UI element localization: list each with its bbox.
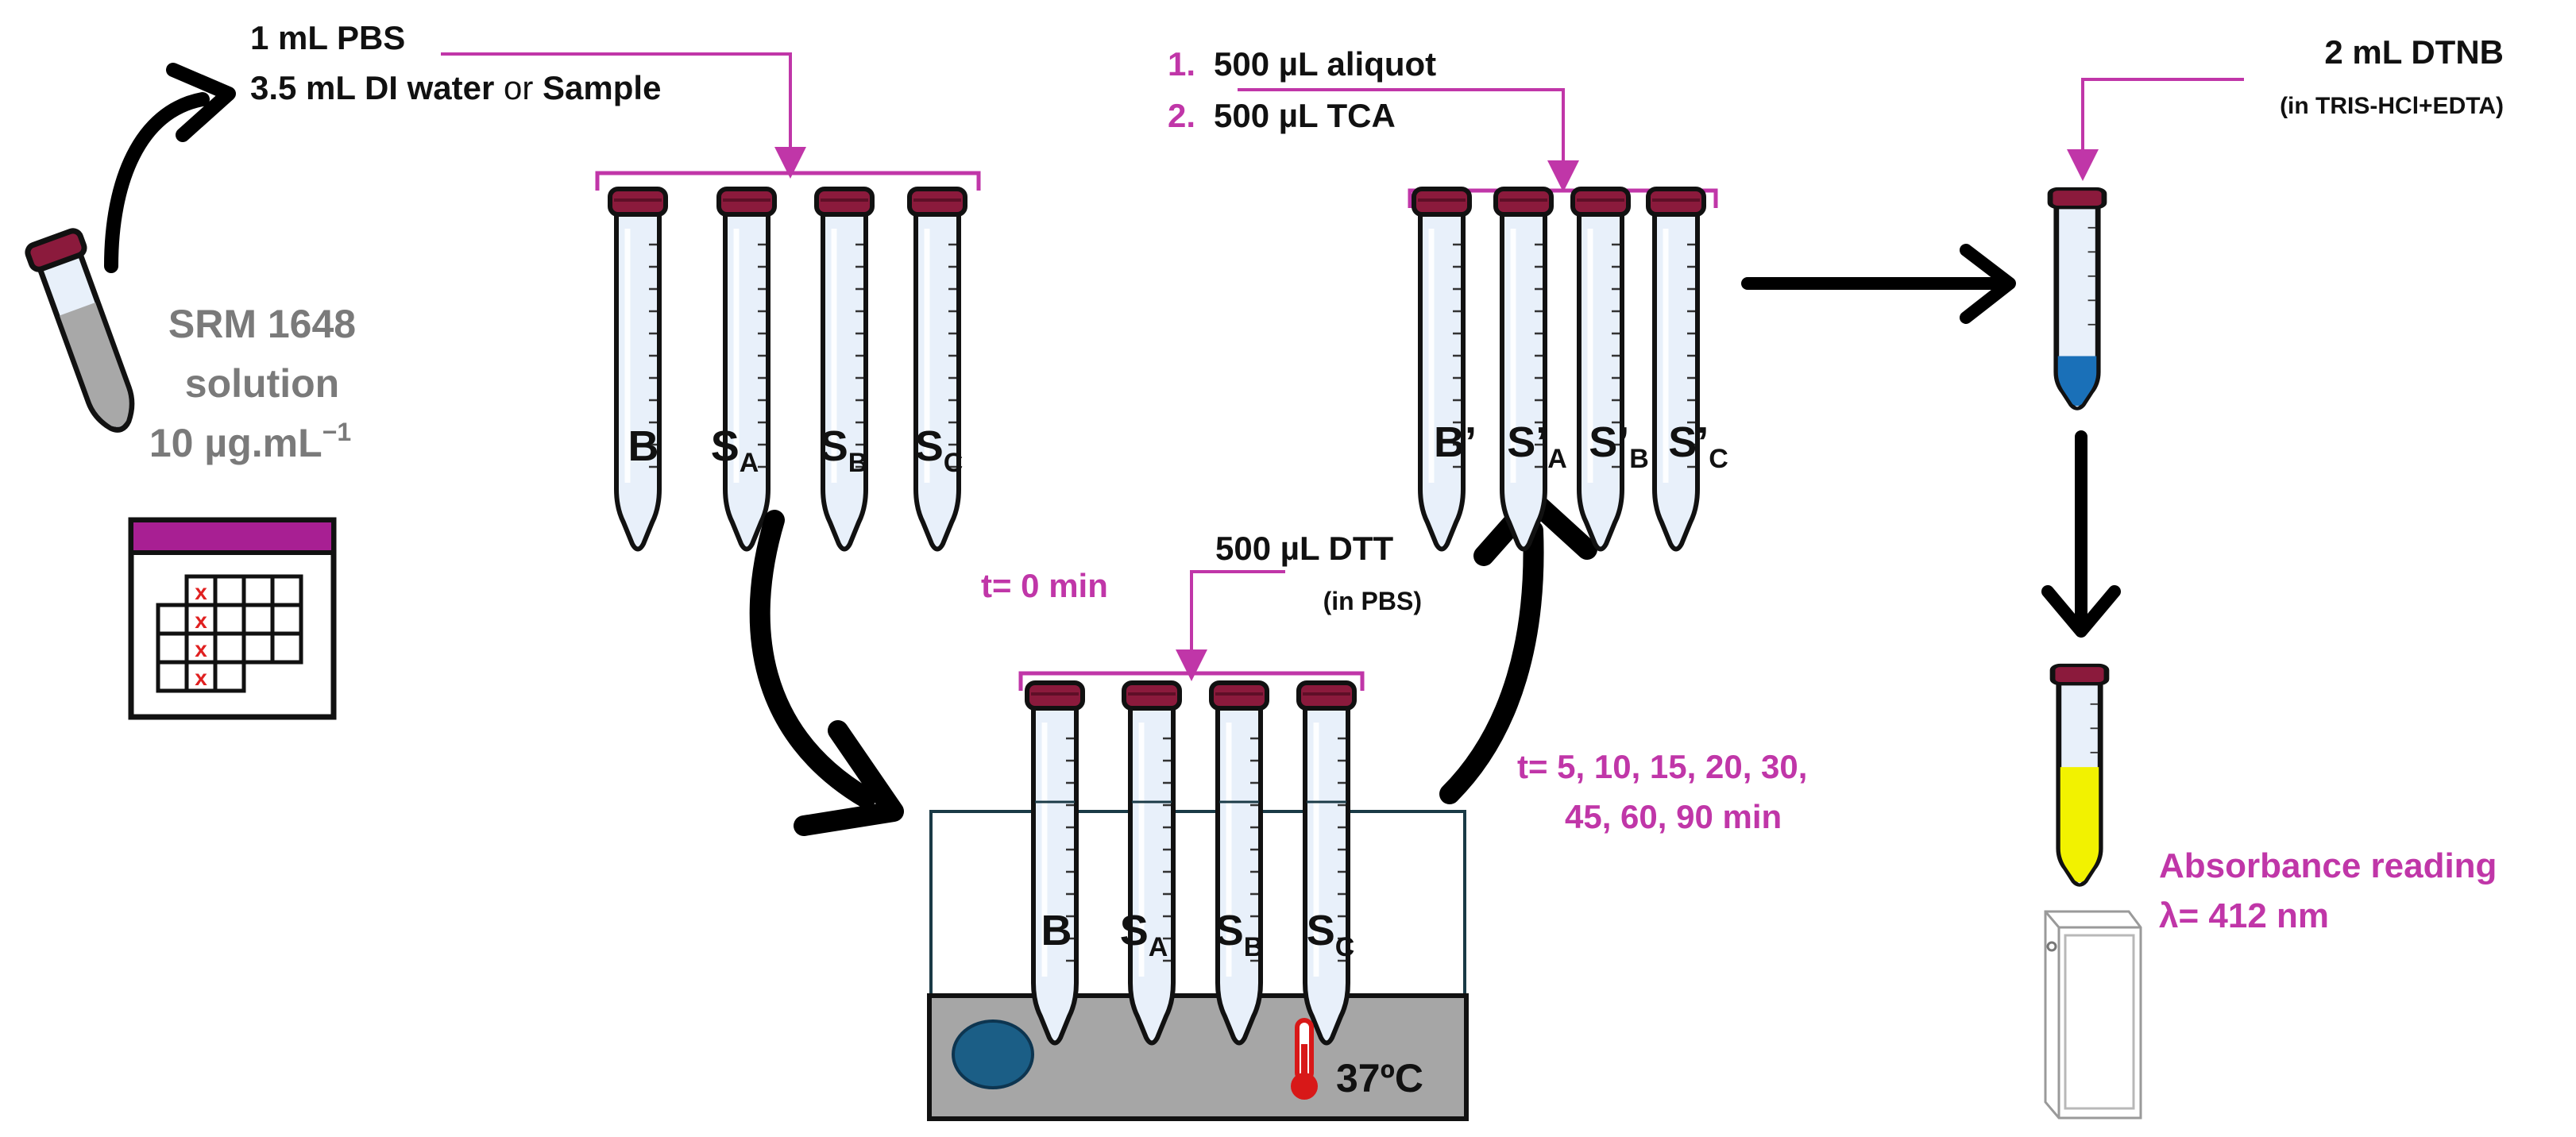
dtt-note: (in PBS) [1323, 587, 1422, 615]
bath-label-sa: SA [1120, 907, 1168, 962]
bath-label-b: B [1041, 907, 1072, 954]
thermometer-icon [1291, 1018, 1318, 1100]
srm-label-2: solution [185, 361, 339, 406]
bath-temperature: 37ºC [1336, 1056, 1423, 1100]
sampling-times-1: t= 5, 10, 15, 20, 30, [1517, 748, 1807, 785]
cuvette-icon [2044, 910, 2142, 1120]
tube-label-sa: SA [711, 422, 759, 478]
bath-label-sc: SC [1307, 907, 1355, 962]
aliquot-bracket [1408, 188, 1718, 208]
dtnb-note: (in TRIS-HCl+EDTA) [2280, 93, 2504, 119]
addition-connector [441, 52, 806, 179]
arrow-icon [1960, 244, 2016, 324]
calendar-mark: x [195, 665, 207, 690]
tube-label-b-prime: B’ [1434, 418, 1477, 466]
sample-vial-icon [25, 228, 135, 433]
tube-label-sb: SB [820, 422, 868, 478]
aliquot-connector [1238, 88, 1579, 192]
srm-add-line1: 1 mL PBS [250, 19, 405, 56]
tube-label-sa-prime: S’A [1507, 418, 1567, 474]
tube-label-sc: SC [915, 422, 964, 478]
calendar-mark: x [195, 637, 207, 661]
tube-label-sb-prime: S’B [1589, 418, 1649, 474]
readout-line1: Absorbance reading [2159, 846, 2497, 885]
srm-label-1: SRM 1648 [168, 302, 356, 346]
srm-add-line2: 3.5 mL DI water or Sample [250, 69, 661, 106]
dtt-time-label: t= 0 min [981, 567, 1108, 604]
calendar-mark: x [195, 580, 207, 604]
srm-label-3: 10 µg.mL−1 [149, 418, 351, 465]
sampling-times-2: 45, 60, 90 min [1565, 798, 1782, 835]
arrow-icon [1439, 520, 1544, 804]
arrow-icon [2041, 585, 2121, 638]
test-tube-icon [2047, 187, 2107, 410]
test-tube-icon [2049, 663, 2110, 887]
test-tube-icon [1414, 189, 1704, 549]
arrow-icon [749, 510, 876, 808]
aliquot-step1: 500 µL aliquot [1214, 45, 1436, 83]
dtnb-connector [2067, 78, 2244, 181]
calendar-mark: x [195, 608, 207, 633]
water-bath-icon [927, 810, 1469, 1121]
aliquot-step2: 500 µL TCA [1214, 97, 1396, 134]
dtt-reagent: 500 µL DTT [1215, 530, 1393, 567]
arrow-icon [794, 720, 904, 836]
readout-line2: λ= 412 nm [2159, 896, 2329, 935]
dtt-connector [1176, 570, 1285, 681]
calendar-icon: x x x x [128, 517, 337, 720]
dtt-bracket [1018, 671, 1365, 691]
tube-label-b: B [628, 422, 659, 470]
aliquot-step1-num: 1. [1168, 45, 1195, 83]
aliquot-step2-num: 2. [1168, 97, 1195, 134]
arrow-icon [166, 63, 236, 142]
test-tube-icon [610, 189, 965, 549]
arrow-icon [104, 92, 210, 273]
bath-label-sb: SB [1215, 907, 1264, 962]
addition-bracket [595, 171, 981, 191]
tube-label-sc-prime: S’C [1668, 418, 1728, 474]
dtnb-reagent: 2 mL DTNB [2324, 33, 2504, 71]
